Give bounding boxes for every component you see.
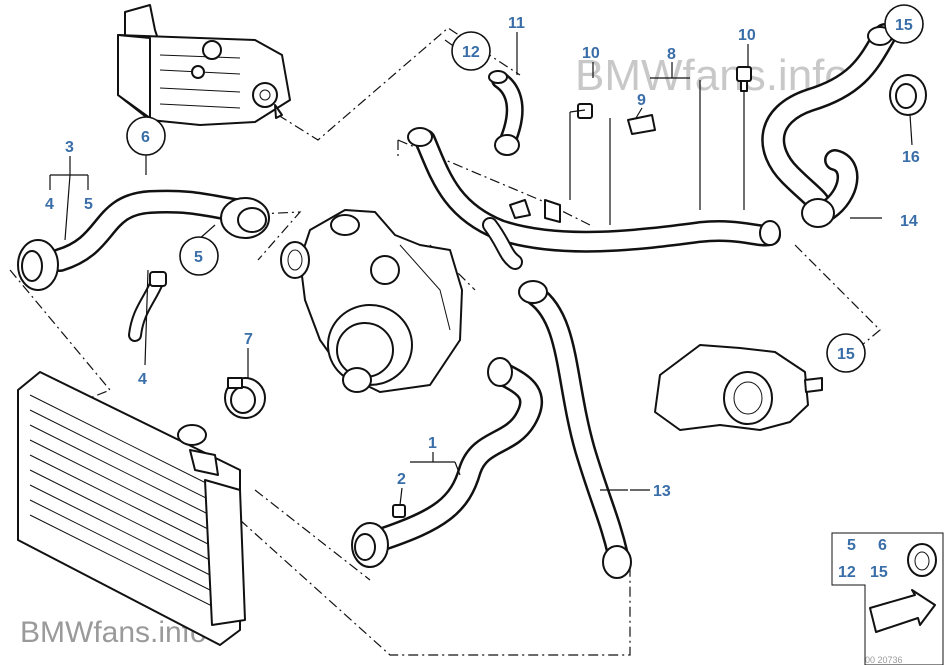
- callout-4: 4: [138, 371, 147, 388]
- bolts: [577, 66, 752, 135]
- hose-3: [17, 189, 270, 291]
- callout-5: 5: [194, 249, 203, 266]
- auxiliary-water-pump: [654, 344, 823, 431]
- callout-12: 12: [462, 44, 480, 61]
- kit-box: 00 20736: [831, 532, 944, 665]
- clamp-16: [889, 74, 927, 116]
- callout-3: 3: [65, 139, 74, 156]
- callout-13: 13: [653, 483, 671, 500]
- radiator: [17, 371, 246, 646]
- callout-2: 2: [397, 471, 406, 488]
- hose-11: [488, 70, 524, 156]
- callout-5-left: 5: [84, 196, 93, 213]
- callout-8: 8: [667, 46, 676, 63]
- callout-9: 9: [637, 92, 646, 109]
- callout-11: 11: [508, 15, 525, 32]
- clamp-7: [224, 377, 266, 419]
- kit-label-15: 15: [870, 564, 888, 581]
- kit-label-12: 12: [838, 564, 856, 581]
- callout-4-left: 4: [45, 196, 54, 213]
- hose-1: [351, 357, 543, 568]
- callout-16: 16: [902, 149, 920, 166]
- water-pump: [280, 209, 463, 393]
- callout-15-top: 15: [895, 17, 913, 34]
- callout-labels: 3 4 5 6 5 4 7 1 2 12 11 10 8 9 10 15 16 …: [45, 15, 920, 581]
- callout-10-right: 10: [738, 27, 756, 44]
- thermostat-housing: [117, 4, 291, 126]
- callout-7: 7: [244, 331, 253, 348]
- kit-label-6: 6: [878, 537, 887, 554]
- callout-10-left: 10: [582, 45, 600, 62]
- hose-8: [407, 127, 781, 270]
- hose-13: [518, 280, 632, 579]
- footer-code: 00 20736: [865, 655, 903, 665]
- hose-14: [761, 23, 897, 228]
- callout-circles: [126, 4, 924, 373]
- callout-14: 14: [900, 213, 918, 230]
- callout-1: 1: [428, 435, 437, 452]
- callout-6: 6: [141, 129, 150, 146]
- hose-4: [128, 271, 167, 342]
- callout-15-right: 15: [837, 346, 855, 363]
- kit-label-5: 5: [847, 537, 856, 554]
